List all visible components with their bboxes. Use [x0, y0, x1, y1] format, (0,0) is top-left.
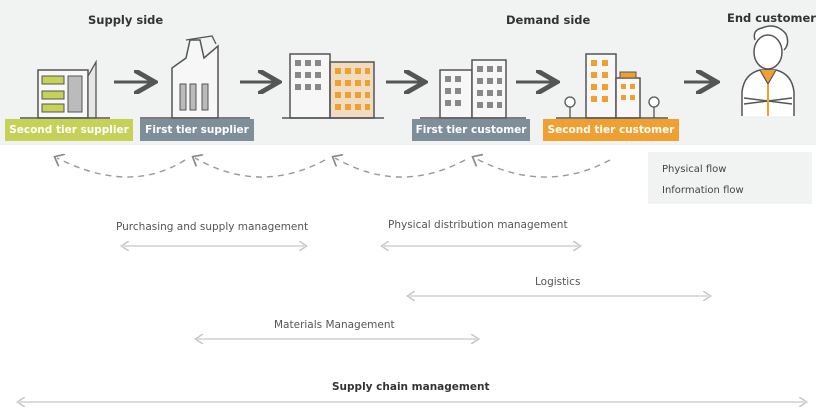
second-tier-customer-building-icon: [556, 53, 668, 119]
materials-management-label: Materials Management: [274, 319, 395, 331]
info-flow-arc-3: [335, 158, 466, 178]
logistics-label: Logistics: [535, 276, 581, 288]
first-tier-customer-building-icon: [420, 59, 526, 119]
second-tier-supplier-building-icon: [20, 59, 110, 119]
purchasing-label: Purchasing and supply management: [116, 221, 309, 233]
first-tier-supplier-factory-icon: [140, 35, 250, 119]
manufacturer-buildings-icon: [282, 53, 384, 119]
second-tier-supplier-label: Second tier supplier: [5, 119, 133, 141]
legend-information-flow-label: Information flow: [662, 185, 744, 196]
second-tier-customer-label: Second tier customer: [543, 119, 679, 141]
info-flow-arc-4: [475, 158, 611, 178]
supply-chain-management-label: Supply chain management: [332, 381, 490, 393]
legend-physical-flow-label: Physical flow: [662, 164, 727, 175]
info-flow-arc-2: [195, 158, 326, 178]
end-customer-person-icon: [741, 25, 795, 116]
supply-side-header: Supply side: [88, 13, 164, 27]
first-tier-supplier-label: First tier supplier: [140, 119, 254, 141]
info-flow-arc-1: [57, 158, 186, 178]
first-tier-customer-label: First tier customer: [412, 119, 530, 141]
physical-distribution-label: Physical distribution management: [388, 219, 568, 231]
legend: Physical flow Information flow: [648, 152, 812, 204]
demand-side-header: Demand side: [506, 13, 591, 27]
end-customer-header: End customer: [727, 11, 816, 25]
